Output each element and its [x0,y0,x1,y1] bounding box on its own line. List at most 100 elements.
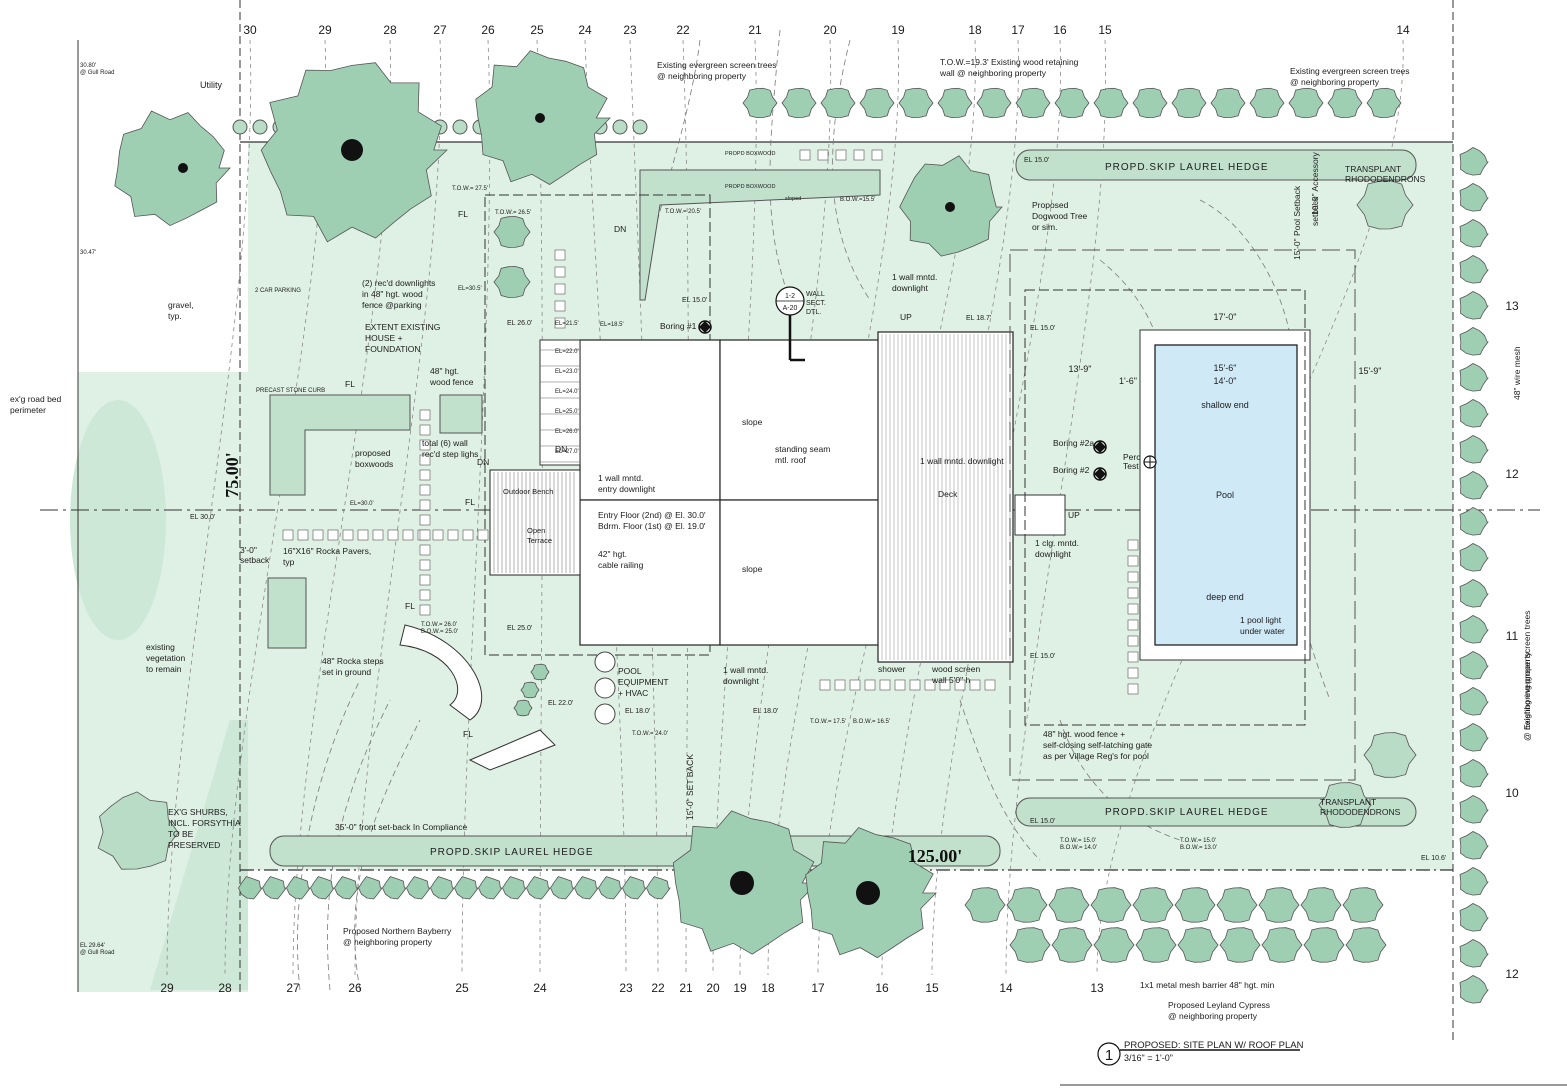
small-tree [493,266,531,298]
dn-label-3: DN [614,224,626,234]
tow-175: T.O.W.= 17.5' [810,719,846,725]
rocka-steps-2 [468,729,556,771]
el-step-2: EL=23.0' [555,369,579,375]
leyland-cypress [1261,927,1303,963]
pool-water [1154,344,1298,646]
front-setback-label: 35'-0" front set-back In Compliance [335,822,467,832]
el-step-5: EL=26.0' [555,429,579,435]
set-back-15-label: 15'-0" SET BACK [685,754,695,820]
roof-main [719,339,881,501]
terrace [489,469,581,576]
paver [419,604,431,616]
existing-veg-label-line-3: to remain [146,664,182,674]
bayberry-shrub [286,876,311,900]
paver [419,484,431,496]
paver [282,529,294,541]
paver [419,409,431,421]
evergreen-tree [1459,435,1489,464]
paver [477,529,489,541]
step-lights-label-line-1: total (6) wall [422,438,468,448]
bayberry-label-line-1: Proposed Northern Bayberry [343,926,452,936]
pool-equipment-label-line-2: EQUIPMENT [618,677,669,687]
el-step-3: EL=24.0' [555,389,579,395]
paver [447,529,459,541]
setback-3-label-line-1: 3'-0" [240,545,257,555]
evergreen-right-label-line-1: Existing evergreen screen trees [1290,66,1410,76]
paver [1127,555,1139,567]
wood-fence-48-label-line-2: wood fence [429,377,474,387]
grid-top-21: 21 [748,23,762,37]
downlights-fence-label-line-2: in 48" hgt. wood [362,289,423,299]
precast-curb-label: PRECAST STONE CURB [256,388,325,394]
tree-trunk [535,113,545,123]
evergreen-tree [1459,363,1489,392]
evergreen-tree [1093,87,1129,119]
evergreen-tree [1459,219,1489,248]
existing-vegetation-blob [70,400,166,640]
bayberry-shrub [382,876,407,900]
el-15-d: EL 15.0' [1024,157,1049,164]
bayberry-shrub [622,876,647,900]
road-bed-label-line-1: ex'g road bed [10,394,62,404]
gravel-label-line-1: gravel, [168,300,194,310]
paver [1127,539,1139,551]
paver [1127,571,1139,583]
tree-trunk [856,881,880,905]
existing-veg-label-line-1: existing [146,642,175,652]
tree-trunk [945,202,955,212]
retaining-wall-label-line-1: T.O.W.=19.3' Existing wood retaining [940,57,1079,67]
gravel-label-line-2: typ. [168,311,182,321]
el-step-1: EL=22.0' [555,349,579,355]
el-18: EL 18.0' [753,708,778,715]
evergreen-tree [1327,87,1363,119]
el-30-0: EL=30.0' [350,501,374,507]
leyland-cypress [1135,927,1177,963]
evergreen-tree [859,87,895,119]
perc-test-marker [1143,455,1157,469]
rocka-steps-label-line-2: set in ground [322,667,371,677]
pool-dim-inner2: 14'-0" [1214,376,1237,386]
grid-top-22: 22 [676,23,690,37]
utility-label: Utility [200,80,222,90]
paver [834,679,846,691]
dogwood-label-line-2: Dogwood Tree [1032,211,1088,221]
paver [909,679,921,691]
paver [419,574,431,586]
paver [1127,667,1139,679]
fl-label-1: FL [458,209,468,219]
transplant-top-label-line-2: RHODODENDRONS [1345,174,1426,184]
evergreen-tree [742,87,778,119]
leyland-cypress [1219,927,1261,963]
paver [419,544,431,556]
deck-label: Deck [938,489,958,499]
mesh-barrier-label: 1x1 metal mesh barrier 48" hgt. min [1140,980,1275,990]
evergreen-tree [1459,255,1489,284]
grid-right-2: 11 [1506,629,1519,643]
leyland-cypress [1174,887,1216,923]
evergreen-tree [1459,327,1489,356]
slope-label-2: slope [742,564,763,574]
grid-top-19: 19 [891,23,905,37]
shrub [232,119,248,135]
entry-floor-label-line-2: Bdrm. Floor (1st) @ El. 19.0' [598,521,706,531]
bow-130: B.O.W.= 13.0' [1180,845,1217,851]
tow-26: T.O.W.= 26.0' [421,622,457,628]
leyland-cypress [1300,887,1342,923]
paver [1127,587,1139,599]
bayberry-shrub [238,876,263,900]
grid-bottom-16: 16 [875,981,889,995]
rhododendron [1318,782,1372,828]
evergreen-left-label-line-1: Existing evergreen screen trees [657,60,777,70]
paver [1127,603,1139,615]
shrubs-label-line-3: TO BE [168,829,194,839]
grid-bottom-22: 22 [651,981,665,995]
bayberry-shrub [430,876,455,900]
paver [554,266,566,278]
evergreen-tree [1366,87,1402,119]
pool-light-label-line-2: under water [1240,626,1285,636]
el-step-6: EL=27.0' [555,449,579,455]
road-el-top-line-2: @ Gull Road [80,70,114,76]
boring-2-marker [1093,467,1107,481]
el-30: EL 30.0' [190,514,215,521]
grid-top-29: 29 [318,23,332,37]
